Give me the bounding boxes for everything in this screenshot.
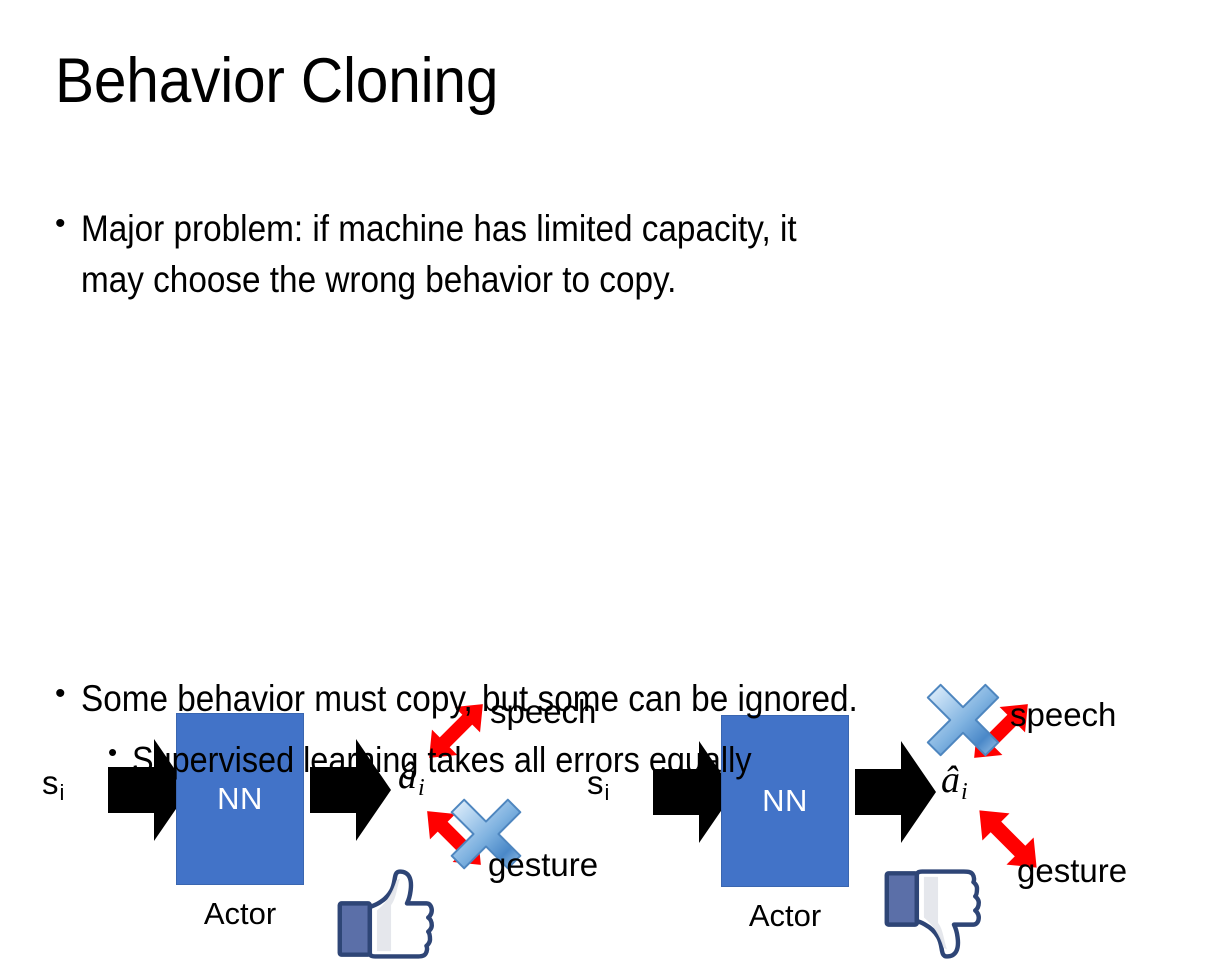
bullet-bottom-1-text: Some behavior must copy, but some can be… bbox=[81, 678, 858, 719]
bullet-top: • Major problem: if machine has limited … bbox=[55, 203, 1145, 305]
branch-label-gesture-right: gesture bbox=[1017, 852, 1128, 889]
diagram-left: si NN Actor âi bbox=[20, 340, 598, 959]
blocked-marker-speech-right bbox=[923, 680, 1003, 760]
actor-caption-right: Actor bbox=[748, 898, 822, 933]
branch-label-gesture-left: gesture bbox=[488, 846, 599, 883]
flow-arrow-out-left bbox=[310, 737, 392, 843]
blocked-marker-gesture-left bbox=[447, 795, 525, 873]
input-state-label-left: si bbox=[42, 764, 65, 806]
branch-arrow-speech-left bbox=[410, 685, 502, 777]
nn-box-label-right: NN bbox=[762, 783, 808, 818]
bullet-bottom-2-text: Supervised learning takes all errors equ… bbox=[132, 739, 752, 780]
slide-title: Behavior Cloning bbox=[55, 46, 499, 116]
bullet-bottom-2: • Supervised learning takes all errors e… bbox=[108, 735, 1168, 785]
bullet-top-text: Major problem: if machine has limited ca… bbox=[81, 208, 797, 301]
nn-box-label-left: NN bbox=[217, 781, 263, 816]
flow-arrow-in-right bbox=[653, 739, 735, 845]
branch-label-speech-left: speech bbox=[490, 693, 597, 730]
branch-arrow-gesture-right bbox=[959, 790, 1057, 888]
flow-arrow-out-right bbox=[855, 739, 937, 845]
bullet-marker: • bbox=[55, 677, 66, 710]
flow-arrow-in-left bbox=[108, 737, 190, 843]
branch-label-speech-right: speech bbox=[1010, 696, 1117, 733]
input-state-label-right: si bbox=[587, 764, 610, 806]
nn-box-left: NN bbox=[176, 713, 304, 885]
output-action-label-right: âi bbox=[941, 759, 968, 806]
output-action-label-left: âi bbox=[398, 755, 425, 802]
feedback-thumbs-down-icon-right bbox=[881, 868, 981, 960]
slide-canvas: Behavior Cloning • Major problem: if mac… bbox=[20, 46, 1168, 959]
feedback-thumbs-up-icon-left bbox=[334, 868, 434, 960]
nn-box-right: NN bbox=[721, 715, 849, 887]
bullet-bottom-1: • Some behavior must copy, but some can … bbox=[55, 673, 1165, 724]
bullet-marker: • bbox=[108, 737, 118, 767]
bullet-marker: • bbox=[55, 207, 66, 240]
actor-caption-left: Actor bbox=[203, 896, 277, 931]
diagram-right: si NN Actor âi bbox=[565, 340, 1127, 959]
